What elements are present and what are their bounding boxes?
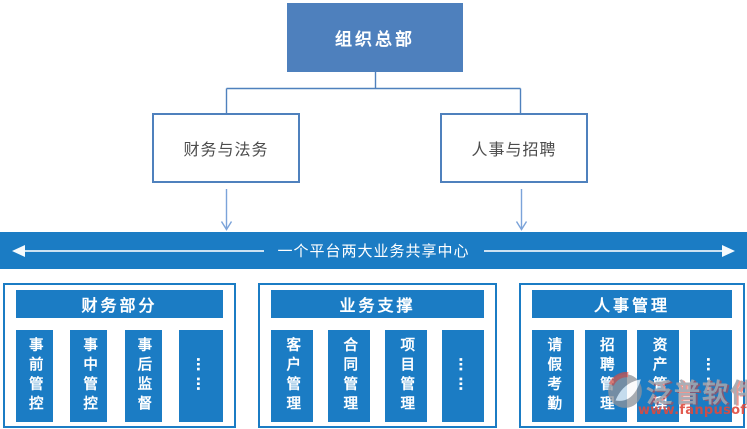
column-label: ……	[703, 356, 720, 396]
section-business-title: 业务支撑	[271, 290, 484, 318]
column-pre-control: 事前管控	[16, 330, 53, 422]
arrow-left-icon	[12, 244, 25, 257]
band-line	[483, 249, 723, 252]
column-ellipsis: ……	[689, 330, 732, 422]
section-business-columns: 客户管理 合同管理 项目管理 ……	[267, 330, 488, 422]
column-label: 合同管理	[341, 337, 358, 415]
arrow-right-icon	[722, 244, 736, 257]
column-ellipsis: ……	[442, 330, 484, 422]
column-leave-attendance: 请假考勤	[532, 330, 574, 422]
column-label: 资产管理	[650, 337, 667, 415]
section-hr: 人事管理 请假考勤 招聘管理 资产管理 ……	[519, 283, 745, 428]
section-finance-columns: 事前管控 事中管控 事后监督 ……	[12, 330, 227, 422]
band-line	[25, 249, 264, 252]
node-hr-recruiting: 人事与招聘	[440, 113, 588, 183]
column-contract-mgmt: 合同管理	[328, 330, 370, 422]
column-recruit-mgmt: 招聘管理	[584, 330, 627, 422]
column-label: 事后监督	[135, 337, 152, 415]
down-arrow-icon	[220, 189, 528, 231]
column-project-mgmt: 项目管理	[385, 330, 427, 422]
node-headquarters: 组织总部	[287, 3, 463, 72]
column-label: ……	[455, 356, 472, 396]
column-label: 客户管理	[284, 337, 301, 415]
column-label: ……	[193, 356, 210, 396]
section-business-support: 业务支撑 客户管理 合同管理 项目管理 ……	[258, 283, 497, 428]
section-hr-title: 人事管理	[532, 290, 732, 318]
column-customer-mgmt: 客户管理	[271, 330, 313, 422]
column-label: 项目管理	[398, 337, 415, 415]
column-label: 请假考勤	[545, 337, 562, 415]
band-label: 一个平台两大业务共享中心	[277, 242, 470, 260]
column-asset-mgmt: 资产管理	[637, 330, 680, 422]
section-finance-title: 财务部分	[16, 290, 223, 318]
column-post-supervision: 事后监督	[124, 330, 162, 422]
shared-center-band: 一个平台两大业务共享中心	[0, 232, 747, 269]
column-label: 事前管控	[26, 337, 43, 415]
column-mid-control: 事中管控	[70, 330, 108, 422]
column-label: 招聘管理	[597, 337, 614, 415]
section-finance: 财务部分 事前管控 事中管控 事后监督 ……	[3, 283, 236, 428]
section-hr-columns: 请假考勤 招聘管理 资产管理 ……	[528, 330, 736, 422]
column-ellipsis: ……	[178, 330, 223, 422]
column-label: 事中管控	[81, 337, 98, 415]
node-finance-legal: 财务与法务	[152, 113, 300, 183]
